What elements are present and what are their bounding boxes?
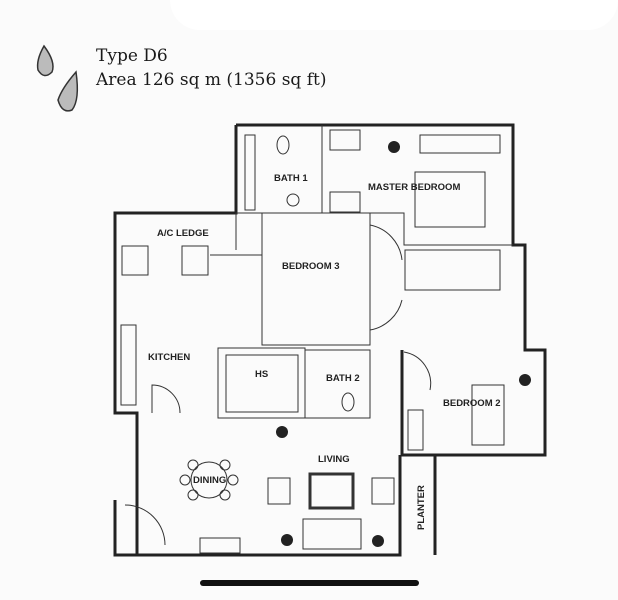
room-label-bedroom2: BEDROOM 2 xyxy=(443,398,501,409)
walls xyxy=(113,123,547,557)
room-label-kitchen: KITCHEN xyxy=(148,352,190,363)
unit-area: Area 126 sq m (1356 sq ft) xyxy=(96,70,327,90)
room-label-bath2: BATH 2 xyxy=(326,373,360,384)
gem-logo-icon xyxy=(36,44,79,112)
room-label-dining: DINING xyxy=(193,475,226,486)
room-label-hs: HS xyxy=(255,369,268,380)
background-shape xyxy=(170,0,618,30)
unit-info: Type D6 Area 126 sq m (1356 sq ft) xyxy=(96,44,326,92)
room-label-living: LIVING xyxy=(318,454,350,465)
home-indicator[interactable] xyxy=(200,580,419,586)
plant-icon xyxy=(276,141,531,547)
room-label-bedroom3: BEDROOM 3 xyxy=(282,261,340,272)
unit-type: Type D6 xyxy=(96,46,168,66)
room-label-planter: PLANTER xyxy=(416,485,427,530)
room-label-bath1: BATH 1 xyxy=(274,173,308,184)
room-label-ac-ledge: A/C LEDGE xyxy=(157,228,209,239)
room-label-master-bedroom: MASTER BEDROOM xyxy=(368,182,460,193)
